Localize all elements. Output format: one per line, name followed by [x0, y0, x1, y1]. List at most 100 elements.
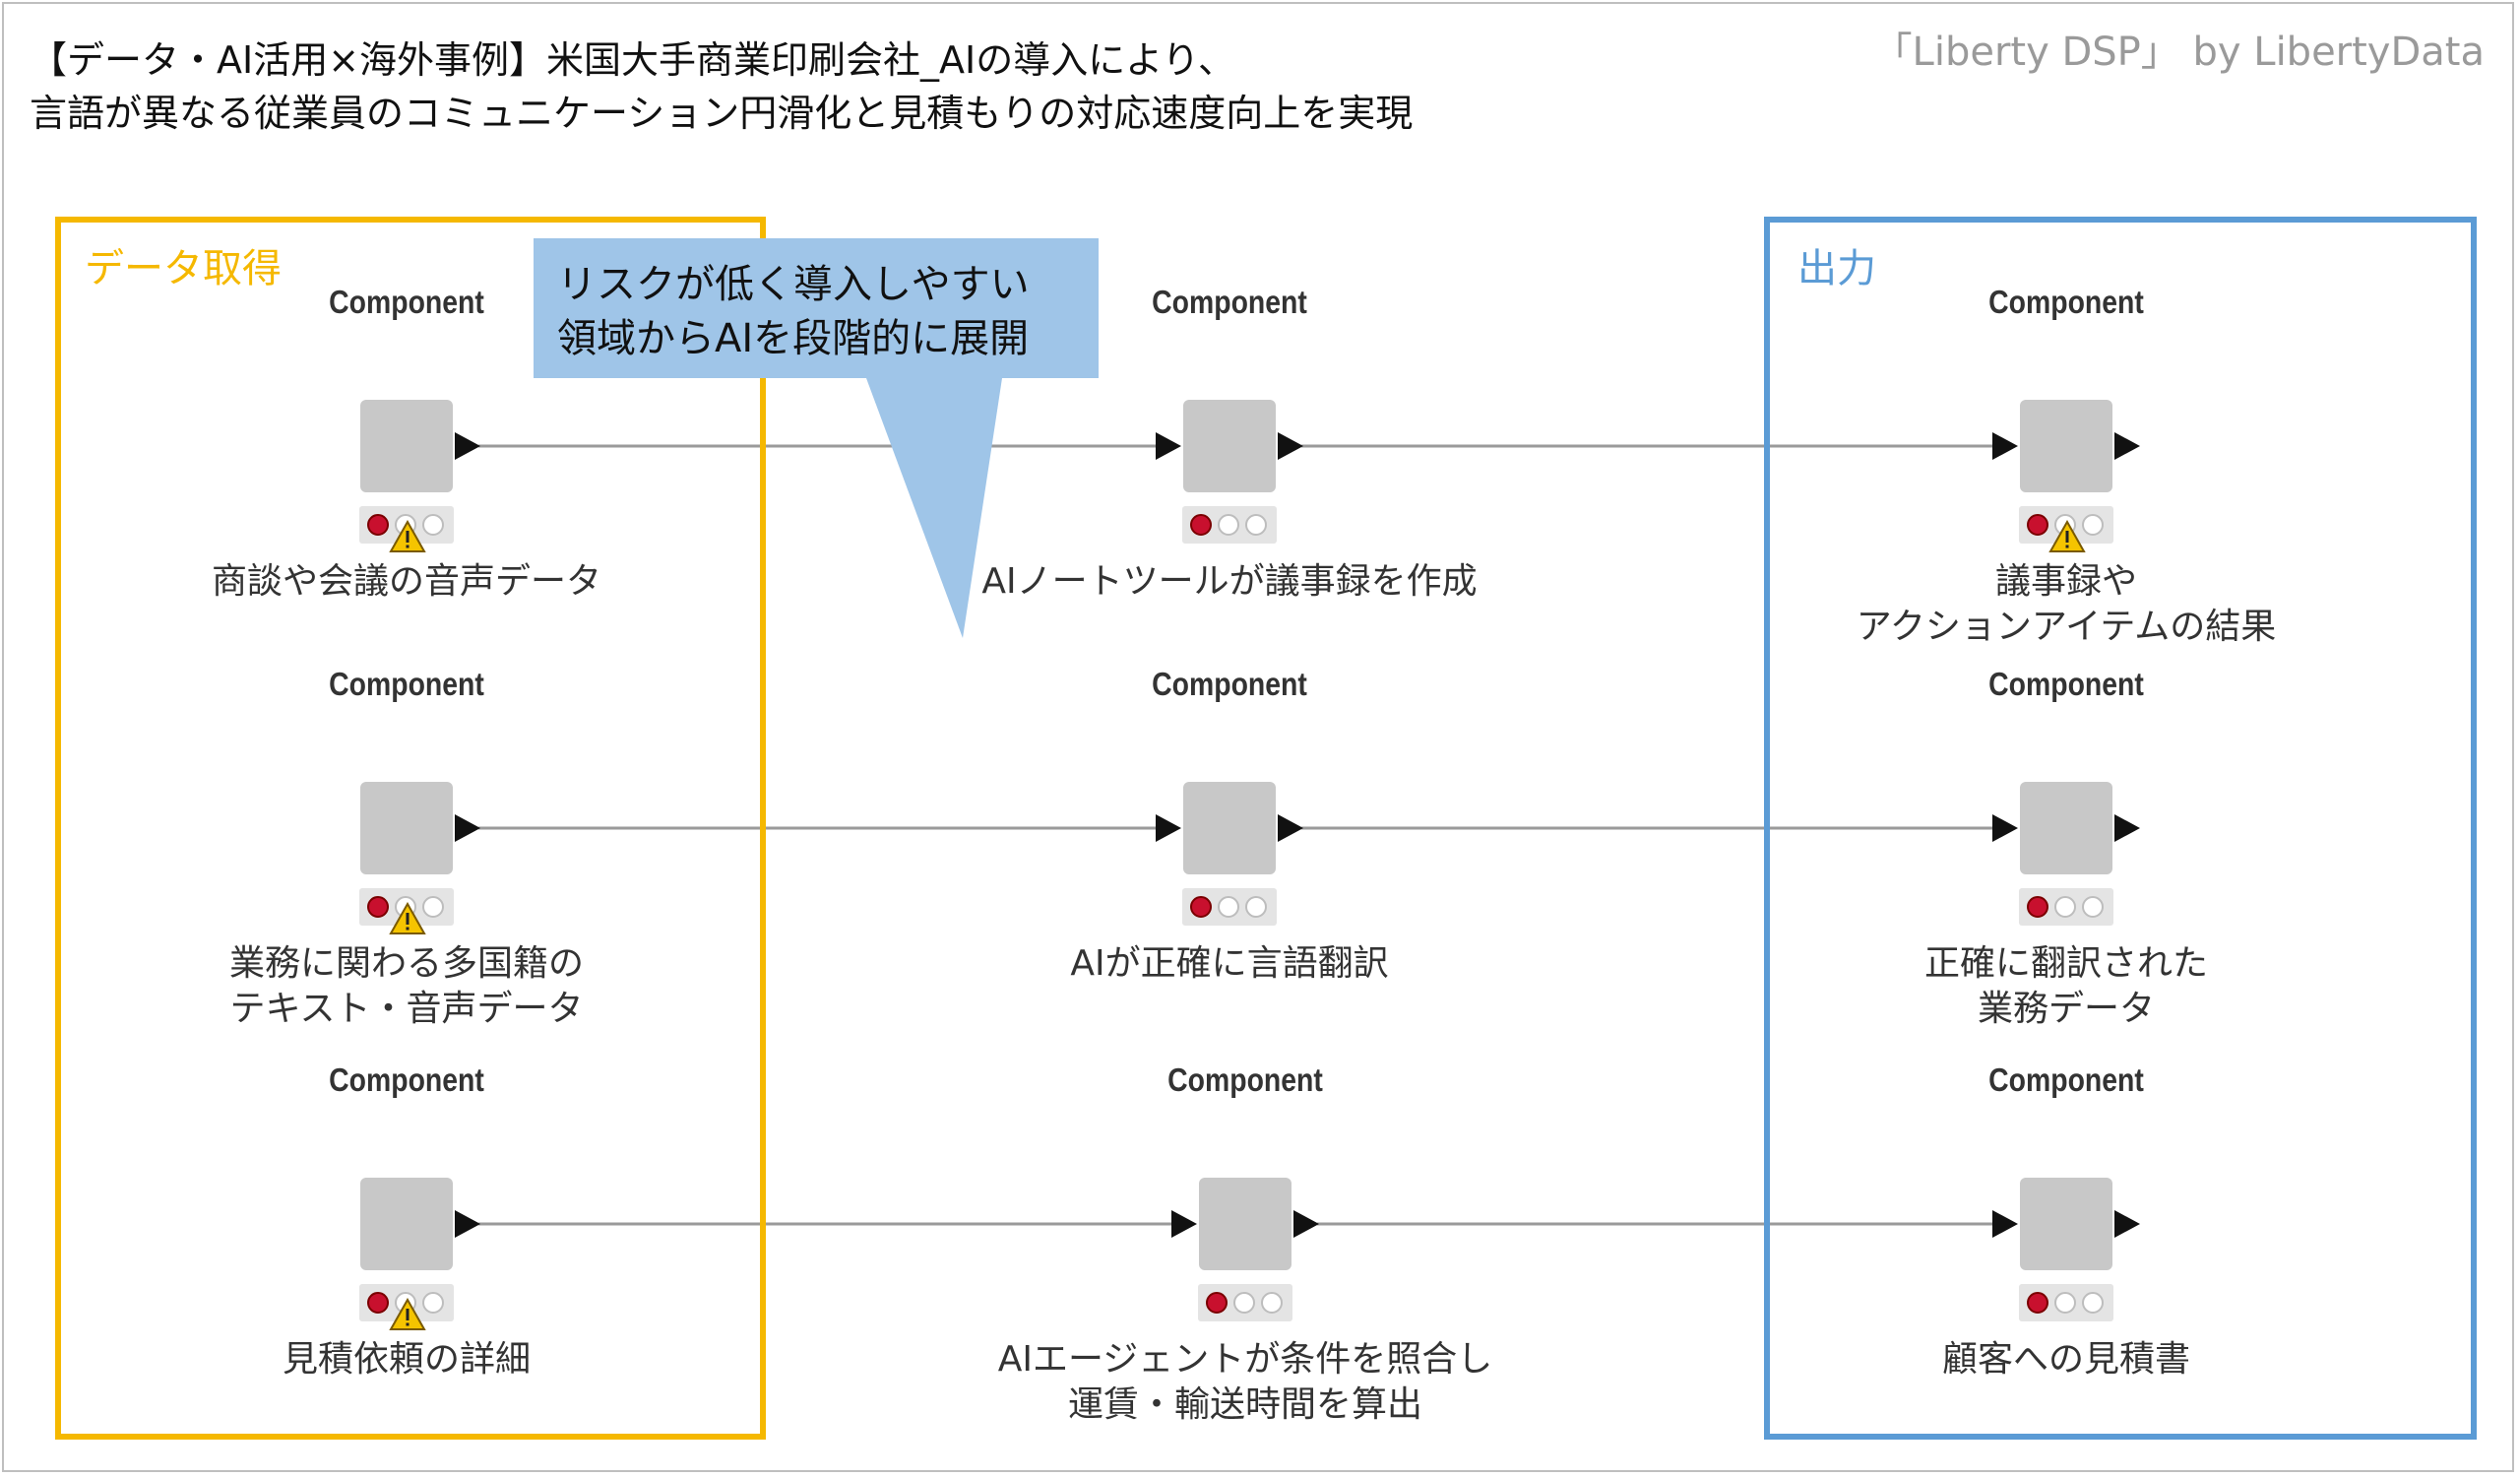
- output-port-icon: [455, 1210, 480, 1238]
- data-acquisition-region: [55, 217, 766, 1440]
- component-node-process[interactable]: [1199, 1178, 1292, 1270]
- status-light-red-icon: [2027, 896, 2048, 918]
- description-line: 商談や会議の音声データ: [211, 561, 601, 602]
- input-port-icon: [1992, 1210, 2018, 1238]
- component-node-output[interactable]: [2020, 1178, 2112, 1270]
- status-light-red-icon: [1190, 896, 1212, 918]
- component-description: AIが正確に言語翻訳: [934, 941, 1525, 987]
- credit-text: 「Liberty DSP」 by LibertyData: [1872, 30, 2485, 75]
- output-port-icon: [455, 432, 480, 460]
- component-node-output[interactable]: [2020, 400, 2112, 492]
- callout-line-2: 領域からAIを段階的に展開: [557, 316, 1030, 361]
- description-line: テキスト・音声データ: [229, 989, 584, 1029]
- component-node-input[interactable]: [360, 400, 453, 492]
- status-light-red-icon: [2027, 514, 2048, 536]
- warning-icon: [389, 1298, 426, 1330]
- output-port-icon: [2114, 1210, 2140, 1238]
- status-light-off-icon: [2082, 896, 2104, 918]
- description-line: 業務データ: [1977, 989, 2155, 1029]
- warning-icon: [389, 520, 426, 552]
- status-indicator: [359, 506, 454, 544]
- status-light-off-icon: [1245, 896, 1267, 918]
- component-label: Component: [1152, 284, 1307, 320]
- status-light-red-icon: [1206, 1292, 1228, 1314]
- description-line: 見積依頼の詳細: [282, 1339, 531, 1380]
- status-light-off-icon: [1218, 896, 1239, 918]
- output-region: [1764, 217, 2477, 1440]
- output-port-icon: [1278, 432, 1303, 460]
- status-light-red-icon: [1190, 514, 1212, 536]
- status-light-off-icon: [2054, 896, 2076, 918]
- component-node-process[interactable]: [1183, 400, 1276, 492]
- title-line-2: 言語が異なる従業員のコミュニケーション円滑化と見積もりの対応速度向上を実現: [30, 92, 1414, 135]
- component-description: 顧客への見積書: [1771, 1337, 2362, 1382]
- data-acquisition-label: データ取得: [85, 246, 282, 291]
- description-line: AIが正確に言語翻訳: [1070, 943, 1389, 984]
- component-description: 正確に翻訳された業務データ: [1771, 941, 2362, 1032]
- status-indicator: [2019, 888, 2113, 926]
- warning-icon: [389, 902, 426, 934]
- component-description: 業務に関わる多国籍のテキスト・音声データ: [111, 941, 702, 1032]
- status-light-off-icon: [1233, 1292, 1255, 1314]
- status-light-off-icon: [1261, 1292, 1283, 1314]
- component-label: Component: [1988, 1061, 2144, 1098]
- component-label: Component: [329, 666, 484, 702]
- component-label: Component: [329, 1061, 484, 1098]
- input-port-icon: [1156, 432, 1181, 460]
- description-line: 運賃・輸送時間を算出: [1067, 1384, 1422, 1425]
- input-port-icon: [1156, 814, 1181, 842]
- component-label: Component: [329, 284, 484, 320]
- description-line: 業務に関わる多国籍の: [228, 943, 584, 984]
- component-node-process[interactable]: [1183, 782, 1276, 874]
- status-light-red-icon: [367, 896, 389, 918]
- component-node-input[interactable]: [360, 1178, 453, 1270]
- component-node-output[interactable]: [2020, 782, 2112, 874]
- component-label: Component: [1988, 666, 2144, 702]
- status-light-off-icon: [422, 1292, 444, 1314]
- status-light-red-icon: [367, 1292, 389, 1314]
- input-port-icon: [1171, 1210, 1197, 1238]
- status-light-off-icon: [2082, 1292, 2104, 1314]
- status-light-red-icon: [2027, 1292, 2048, 1314]
- status-indicator: [359, 888, 454, 926]
- output-port-icon: [1278, 814, 1303, 842]
- status-indicator: [2019, 1284, 2113, 1321]
- callout-box: リスクが低く導入しやすい 領域からAIを段階的に展開: [534, 238, 1099, 378]
- status-light-off-icon: [2082, 514, 2104, 536]
- component-label: Component: [1167, 1061, 1323, 1098]
- component-description: AIノートツールが議事録を作成: [934, 559, 1525, 605]
- title-line-1: 【データ・AI活用×海外事例】米国大手商業印刷会社_AIの導入により、: [30, 38, 1235, 82]
- input-port-icon: [1992, 432, 2018, 460]
- callout-line-1: リスクが低く導入しやすい: [557, 262, 1030, 307]
- status-light-off-icon: [1218, 514, 1239, 536]
- status-light-off-icon: [2054, 1292, 2076, 1314]
- status-light-red-icon: [367, 514, 389, 536]
- description-line: 顧客への見積書: [1941, 1339, 2190, 1380]
- component-description: 議事録やアクションアイテムの結果: [1771, 559, 2362, 650]
- component-label: Component: [1152, 666, 1307, 702]
- status-indicator: [1182, 888, 1277, 926]
- component-label: Component: [1988, 284, 2144, 320]
- description-line: AIエージェントが条件を照合し: [997, 1339, 1493, 1380]
- output-label: 出力: [1797, 246, 1876, 291]
- status-light-off-icon: [422, 896, 444, 918]
- status-indicator: [1182, 506, 1277, 544]
- description-line: AIノートツールが議事録を作成: [981, 561, 1478, 602]
- output-port-icon: [2114, 432, 2140, 460]
- description-line: 正確に翻訳された: [1923, 943, 2208, 984]
- description-line: アクションアイテムの結果: [1856, 607, 2277, 647]
- component-description: 商談や会議の音声データ: [111, 559, 702, 605]
- page-title: 【データ・AI活用×海外事例】米国大手商業印刷会社_AIの導入により、 言語が異…: [30, 33, 1413, 140]
- component-node-input[interactable]: [360, 782, 453, 874]
- warning-icon: [2048, 520, 2086, 552]
- description-line: 議事録や: [1994, 561, 2137, 602]
- status-light-off-icon: [1245, 514, 1267, 536]
- output-port-icon: [455, 814, 480, 842]
- output-port-icon: [2114, 814, 2140, 842]
- input-port-icon: [1992, 814, 2018, 842]
- component-description: AIエージェントが条件を照合し運賃・輸送時間を算出: [950, 1337, 1541, 1428]
- status-light-off-icon: [422, 514, 444, 536]
